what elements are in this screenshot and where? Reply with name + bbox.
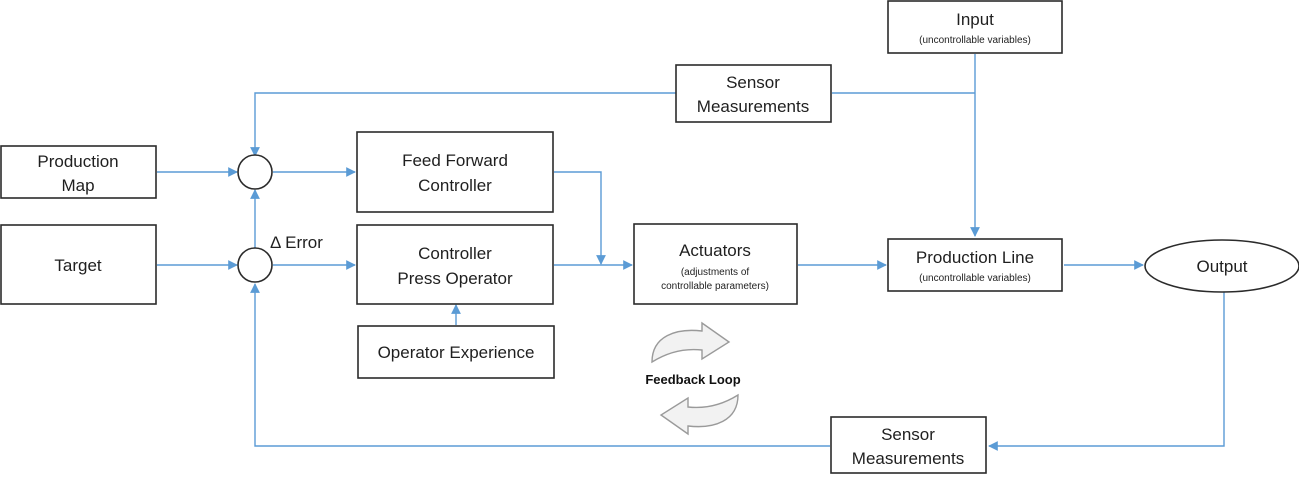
connector-sensor-bottom-to-lower-sum [250, 283, 830, 447]
connector-feed-forward-to-actuators [554, 171, 606, 265]
actuators-sublabel-2: controllable parameters) [661, 281, 769, 292]
target-node: Target [0, 224, 157, 305]
feedback-loop-label: Feedback Loop [645, 372, 740, 387]
sensor-bottom-line2: Measurements [852, 449, 964, 468]
controller-line1: Controller [418, 244, 492, 263]
delta-error-label: Δ Error [270, 233, 323, 252]
sensor-measurements-bottom-node: Sensor Measurements [830, 416, 987, 474]
feed-forward-controller-node: Feed Forward Controller [356, 131, 554, 213]
sensor-measurements-top-node: Sensor Measurements [675, 64, 832, 123]
production-line-label: Production Line [916, 248, 1034, 267]
sensor-top-line2: Measurements [697, 97, 809, 116]
connector-sensor-top-to-upper-sum [250, 92, 676, 157]
operator-experience-label: Operator Experience [378, 343, 535, 362]
production-map-line2: Map [61, 176, 94, 195]
actuators-node: Actuators (adjustments of controllable p… [633, 223, 798, 305]
connectors [157, 54, 1225, 451]
output-label: Output [1196, 257, 1247, 276]
target-label: Target [54, 256, 102, 275]
actuators-sublabel-1: (adjustments of [681, 267, 750, 278]
production-map-line1: Production [37, 152, 118, 171]
feed-forward-line2: Controller [418, 176, 492, 195]
actuators-label: Actuators [679, 241, 751, 260]
feed-forward-line1: Feed Forward [402, 151, 508, 170]
operator-experience-node: Operator Experience [357, 325, 555, 379]
lower-summing-junction [237, 247, 273, 283]
feedback-loop-cycle-icon [651, 321, 739, 436]
input-label: Input [956, 10, 994, 29]
sensor-bottom-line1: Sensor [881, 425, 935, 444]
upper-summing-junction [237, 154, 273, 190]
sensor-top-line1: Sensor [726, 73, 780, 92]
controller-press-operator-node: Controller Press Operator [356, 224, 554, 305]
input-sublabel: (uncontrollable variables) [919, 35, 1031, 46]
production-line-node: Production Line (uncontrollable variable… [887, 238, 1063, 292]
input-node: Input (uncontrollable variables) [887, 0, 1063, 54]
output-node: Output [1144, 239, 1299, 293]
connector-output-to-sensor-bottom [988, 292, 1225, 451]
controller-line2: Press Operator [397, 269, 513, 288]
production-line-sublabel: (uncontrollable variables) [919, 273, 1031, 284]
production-map-node: Production Map [0, 145, 157, 199]
